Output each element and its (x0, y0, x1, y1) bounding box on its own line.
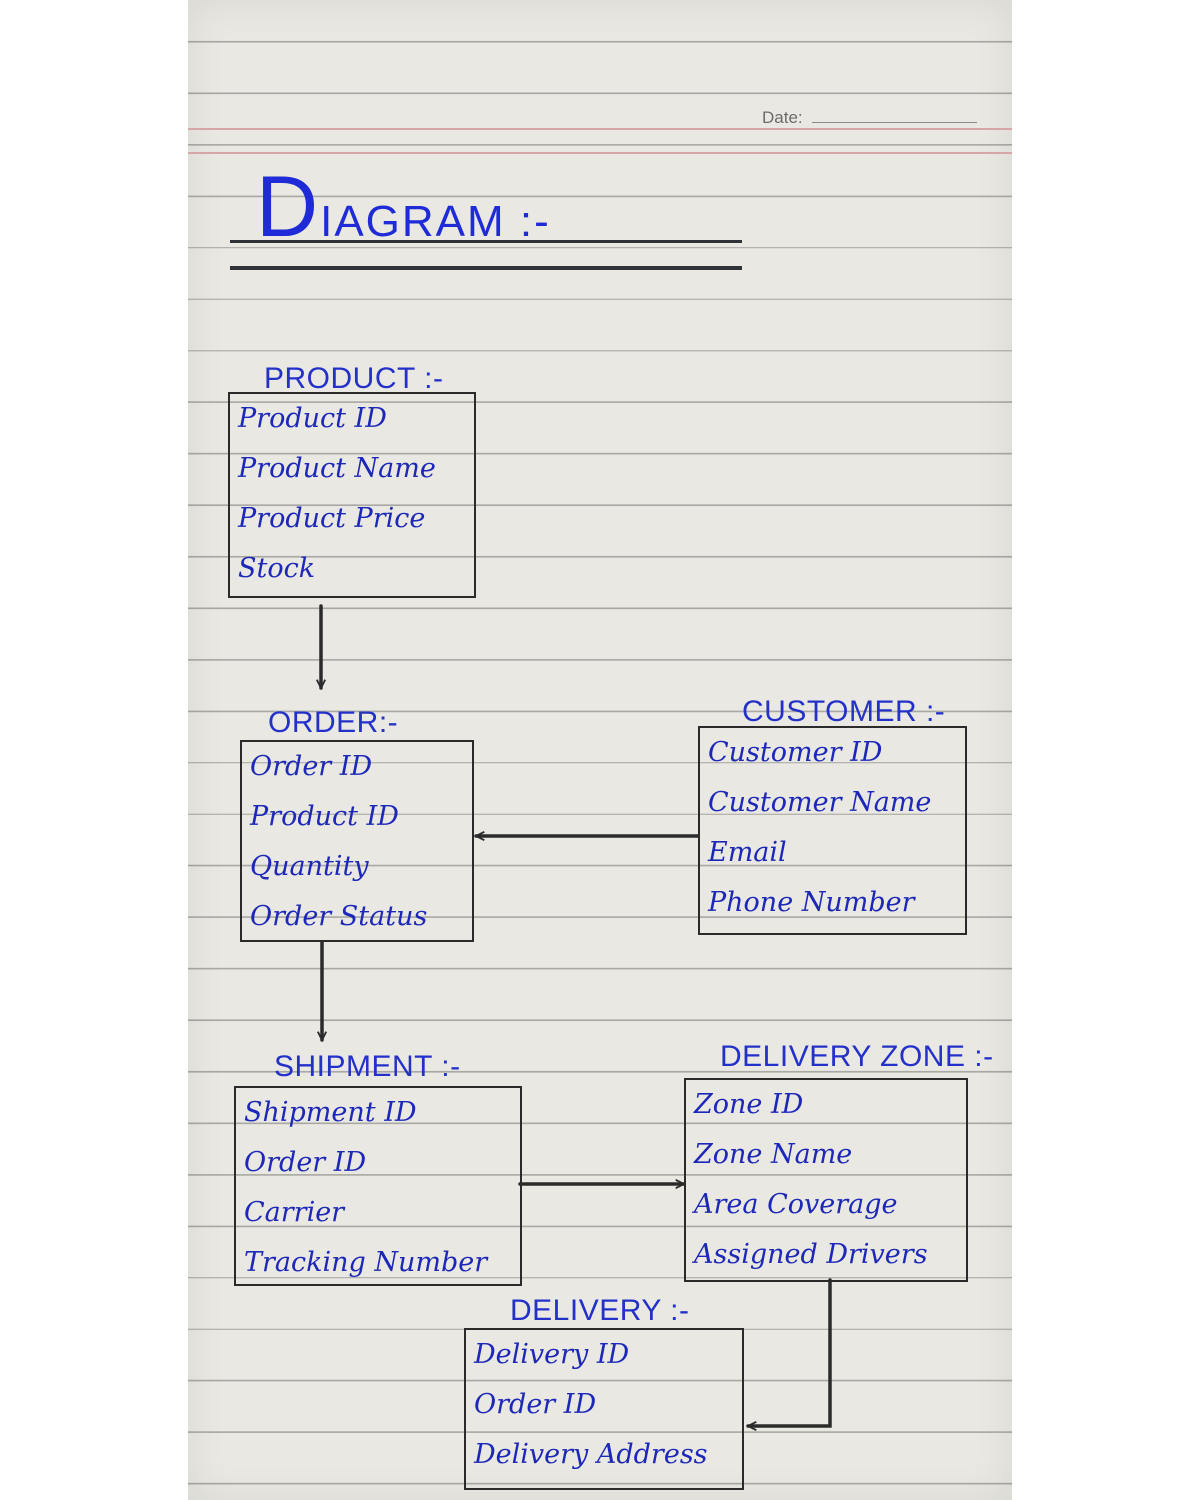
order-entity: Order ID Product ID Quantity Order Statu… (240, 740, 474, 942)
delivery-zone-field-id: Zone ID (694, 1089, 804, 1120)
order-field-quantity: Quantity (250, 851, 369, 882)
date-line (812, 122, 977, 123)
delivery-entity: Delivery ID Order ID Delivery Address (464, 1328, 744, 1490)
shipment-field-order-id: Order ID (244, 1147, 367, 1178)
title-rest: IAGRAM :- (320, 197, 551, 246)
title-underline (230, 240, 742, 243)
shipment-field-tracking: Tracking Number (244, 1247, 488, 1278)
relationship-arrows (188, 604, 832, 1500)
delivery-zone-entity: Zone ID Zone Name Area Coverage Assigned… (684, 1078, 968, 1282)
title-initial: D (256, 159, 321, 255)
customer-title: CUSTOMER :- (742, 695, 946, 728)
margin-line-top (188, 128, 1012, 130)
order-title: ORDER:- (268, 706, 399, 739)
product-field-stock: Stock (238, 553, 316, 584)
delivery-field-address: Delivery Address (474, 1439, 708, 1470)
delivery-field-id: Delivery ID (474, 1339, 630, 1370)
customer-entity: Customer ID Customer Name Email Phone Nu… (698, 726, 967, 935)
order-field-product-id: Product ID (250, 801, 399, 832)
product-field-price: Product Price (238, 503, 426, 534)
delivery-zone-field-area: Area Coverage (694, 1189, 898, 1220)
delivery-zone-field-drivers: Assigned Drivers (694, 1239, 928, 1270)
product-entity: Product ID Product Name Product Price St… (228, 392, 476, 598)
order-field-id: Order ID (250, 751, 373, 782)
notebook-page: Date: DIAGRAM :- PRODUCT :- Product ID P… (188, 0, 1012, 1500)
product-title: PRODUCT :- (264, 362, 444, 395)
margin-line-bottom (188, 152, 1012, 154)
shipment-field-carrier: Carrier (244, 1197, 345, 1228)
date-label: Date: (762, 108, 803, 127)
shipment-entity: Shipment ID Order ID Carrier Tracking Nu… (234, 1086, 522, 1286)
order-field-status: Order Status (250, 901, 428, 932)
title-double-underline (230, 266, 742, 270)
delivery-zone-field-name: Zone Name (694, 1139, 853, 1170)
delivery-zone-title: DELIVERY ZONE :- (720, 1040, 994, 1073)
shipment-title: SHIPMENT :- (274, 1050, 461, 1083)
customer-field-name: Customer Name (708, 787, 932, 818)
delivery-title: DELIVERY :- (510, 1294, 690, 1327)
shipment-field-id: Shipment ID (244, 1097, 417, 1128)
page-title: DIAGRAM :- (256, 158, 551, 257)
customer-field-email: Email (708, 837, 787, 868)
customer-field-id: Customer ID (708, 737, 883, 768)
customer-field-phone: Phone Number (708, 887, 915, 918)
product-field-name: Product Name (238, 453, 436, 484)
product-field-id: Product ID (238, 403, 387, 434)
arrow-delivery-zone-to-delivery (746, 1278, 832, 1426)
delivery-field-order-id: Order ID (474, 1389, 597, 1420)
